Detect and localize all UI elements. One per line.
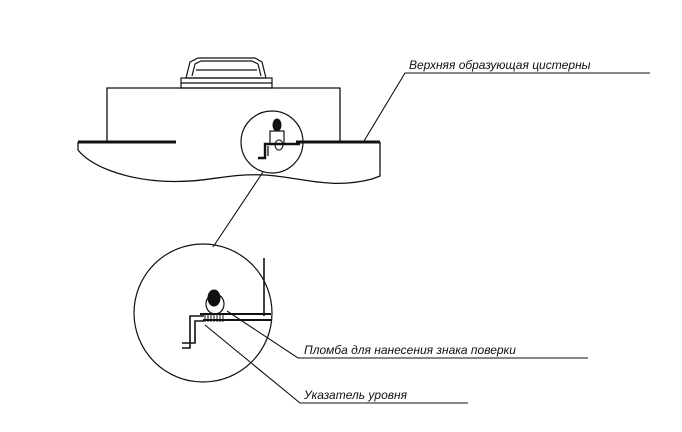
indicator-small-bracket — [258, 142, 300, 160]
detail-bracket-outer — [182, 315, 204, 349]
indicator-small-seal — [274, 139, 284, 151]
detail-seal-ring — [205, 293, 225, 315]
label-seal: Пломба для нанесения знака поверки — [304, 343, 516, 357]
detail-seal-hatch — [204, 315, 224, 322]
tank-shell-outline — [77, 142, 381, 185]
detail-bracket-inner — [182, 320, 204, 344]
detail-connector-line — [212, 171, 264, 248]
hatch-cover — [180, 57, 273, 89]
detail-circle-large — [133, 243, 273, 383]
dome-outline — [106, 87, 341, 142]
leader-top-generatrix — [363, 72, 650, 142]
leader-lines — [204, 72, 650, 404]
leader-seal — [226, 310, 588, 359]
tank-body — [77, 142, 381, 185]
label-top-generatrix: Верхняя образующая цистерны — [409, 58, 591, 72]
detail-circle-small — [240, 110, 304, 174]
indicator-small-knob — [272, 118, 282, 132]
hatch-lid-inner — [191, 60, 262, 77]
leader-level-indicator — [204, 324, 468, 404]
label-level-indicator: Указатель уровня — [303, 388, 408, 402]
level-indicator-small — [258, 118, 300, 160]
dome — [106, 87, 341, 142]
detail-knob — [207, 289, 221, 307]
level-indicator-large — [182, 258, 271, 349]
hatch-lid — [185, 57, 267, 79]
